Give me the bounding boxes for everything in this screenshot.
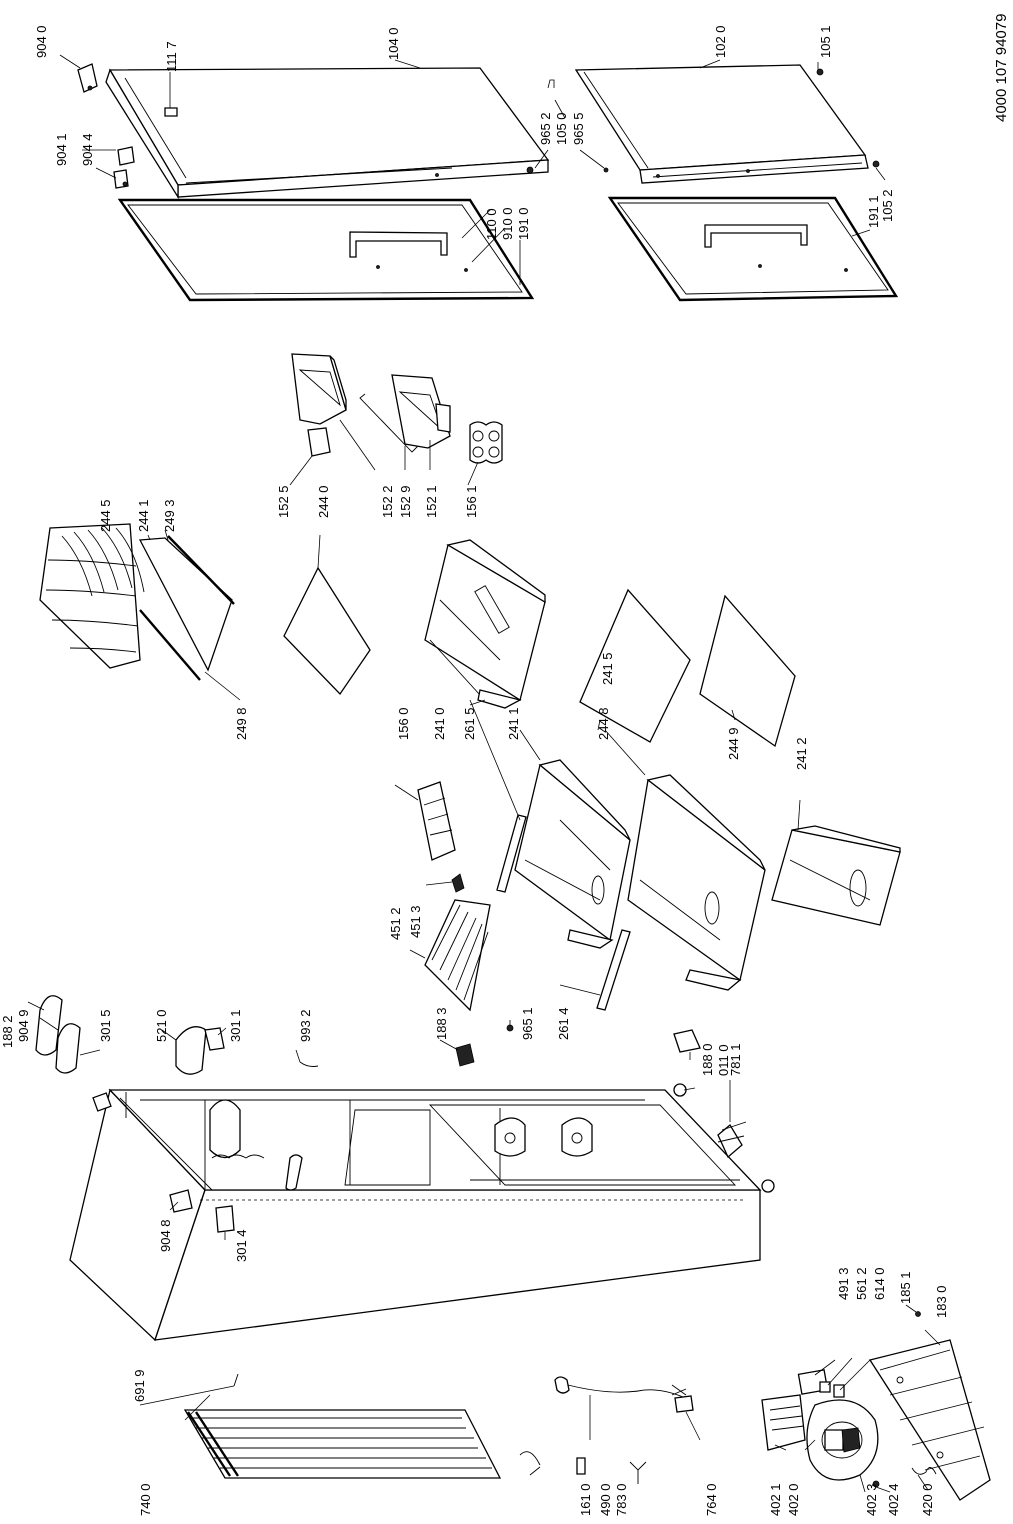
cabinet-small-parts	[93, 1030, 774, 1232]
label-161-0: 161 0	[578, 1483, 593, 1516]
power-cord	[555, 1377, 686, 1397]
label-904-0: 904 0	[34, 25, 49, 58]
label-188-3: 188 3	[434, 1007, 449, 1040]
door-bin-upper	[292, 354, 346, 456]
label-451-2: 451 2	[388, 907, 403, 940]
label-402-0: 402 0	[786, 1483, 801, 1516]
label-490-0: 490 0	[598, 1483, 613, 1516]
label-241-1: 241 1	[506, 707, 521, 740]
compressor-unit	[762, 1395, 879, 1487]
upper-door-panel	[106, 68, 548, 197]
label-244-8: 244 8	[596, 707, 611, 740]
label-783-0: 783 0	[614, 1483, 629, 1516]
label-491-3: 491 3	[836, 1267, 851, 1300]
drawer-241-1	[515, 760, 630, 948]
label-904-9: 904 9	[16, 1009, 31, 1042]
crisper-divider-156-0	[418, 782, 455, 860]
label-104-0: 104 0	[386, 27, 401, 60]
door-bin-lower	[392, 375, 450, 448]
label-152-9: 152 9	[398, 485, 413, 518]
label-261-4: 261 4	[556, 1007, 571, 1040]
label-910-0: 910 0	[500, 207, 515, 240]
lower-door-gasket	[610, 198, 896, 300]
label-105-0: 105 0	[554, 112, 569, 145]
label-241-5: 241 5	[600, 652, 615, 685]
label-965-1: 965 1	[520, 1007, 535, 1040]
label-420-0: 420 0	[920, 1483, 935, 1516]
label-111-7: 111 7	[164, 41, 179, 72]
glass-shelf-upper	[140, 536, 234, 680]
label-561-2: 561 2	[854, 1267, 869, 1300]
egg-tray	[470, 422, 502, 463]
label-244-9: 244 9	[726, 727, 741, 760]
label-965-5: 965 5	[571, 112, 586, 145]
label-904-8: 904 8	[158, 1219, 173, 1252]
drawer-241-2	[772, 826, 900, 925]
door-handle-bracket	[350, 232, 447, 257]
motor-cover-components	[798, 1370, 844, 1397]
label-402-4: 402 4	[886, 1483, 901, 1516]
label-402-3: 402 3	[864, 1483, 879, 1516]
label-191-1: 191 1	[866, 195, 881, 228]
base-plate-183-0	[870, 1312, 990, 1501]
label-244-5: 244 5	[98, 499, 113, 532]
label-156-0: 156 0	[396, 707, 411, 740]
label-156-1: 156 1	[464, 485, 479, 518]
drawer-241-5	[628, 775, 765, 990]
label-244-0: 244 0	[316, 485, 331, 518]
label-152-2: 152 2	[380, 485, 395, 518]
label-188-0: 188 0	[700, 1043, 715, 1076]
label-993-2: 993 2	[298, 1009, 313, 1042]
drawer-241-0	[425, 540, 545, 708]
drawer-rails	[497, 815, 630, 1010]
label-110-0: 110 0	[484, 208, 499, 240]
label-904-1: 904 1	[54, 133, 69, 166]
door-hinge-cover	[165, 108, 177, 116]
label-740-0: 740 0	[138, 1483, 153, 1516]
label-301-5: 301 5	[98, 1009, 113, 1042]
part-number-labels: 904 0 111 7 104 0 904 1 904 4 965 2 105 …	[0, 25, 949, 1516]
label-402-1: 402 1	[768, 1483, 783, 1516]
thermostat-housing	[210, 1100, 240, 1158]
label-904-4: 904 4	[80, 133, 95, 166]
drawer-glass-covers	[580, 590, 795, 746]
label-764-0: 764 0	[704, 1483, 719, 1516]
label-241-2: 241 2	[794, 737, 809, 770]
label-301-4: 301 4	[234, 1229, 249, 1262]
label-301-1: 301 1	[228, 1009, 243, 1042]
label-244-1: 244 1	[136, 499, 151, 532]
label-691-9: 691 9	[132, 1369, 147, 1402]
label-249-3: 249 3	[162, 499, 177, 532]
label-011-0: 011 0	[716, 1044, 731, 1076]
wine-rack	[40, 524, 144, 668]
label-261-5: 261 5	[462, 707, 477, 740]
label-241-0: 241 0	[432, 707, 447, 740]
electrical-small-parts	[577, 1396, 693, 1484]
cabinet-body	[70, 1090, 760, 1340]
label-451-3: 451 3	[408, 905, 423, 938]
label-102-0: 102 0	[713, 25, 728, 58]
document-id: 4000 107 94079	[993, 14, 1010, 122]
air-duct-parts	[36, 996, 474, 1074]
label-152-1: 152 1	[424, 485, 439, 518]
hinge-parts-upper	[78, 64, 134, 188]
label-105-1: 105 1	[818, 25, 833, 58]
label-614-0: 614 0	[872, 1267, 887, 1300]
label-965-2: 965 2	[538, 112, 553, 145]
condenser-coil	[185, 1410, 540, 1478]
glass-shelf-middle	[284, 568, 370, 694]
label-105-2: 105 2	[880, 189, 895, 222]
label-191-0: 191 0	[516, 207, 531, 240]
label-188-2: 188 2	[0, 1015, 15, 1048]
label-183-0: 183 0	[934, 1285, 949, 1318]
label-152-5: 152 5	[276, 485, 291, 518]
label-781-1: 781 1	[728, 1043, 743, 1076]
label-249-8: 249 8	[234, 707, 249, 740]
label-185-1: 185 1	[898, 1271, 913, 1304]
fan-grille-451-2	[425, 874, 490, 1010]
label-521-0: 521 0	[154, 1009, 169, 1042]
lower-door-panel	[576, 65, 879, 183]
upper-door-gasket	[120, 200, 532, 300]
